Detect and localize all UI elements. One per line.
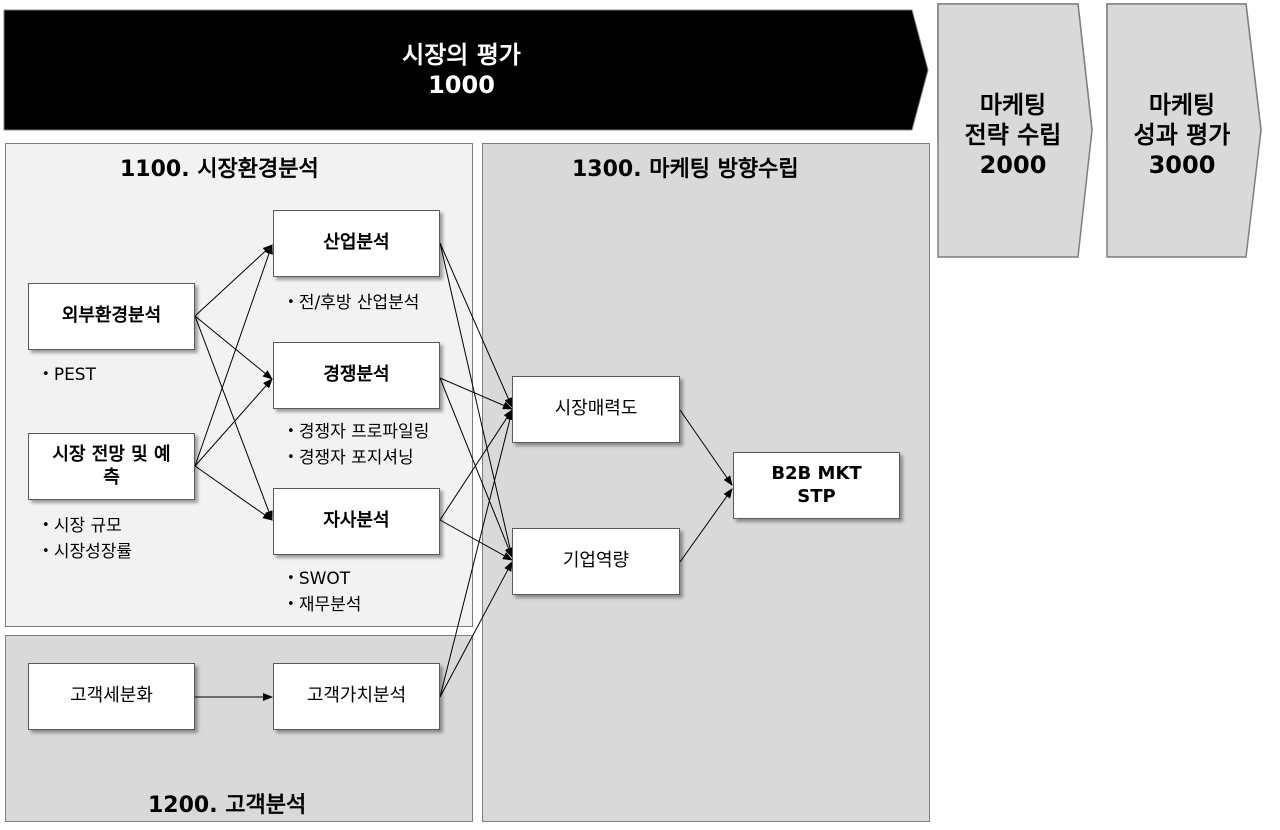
strategy-chevron: 마케팅 전략 수립 2000 xyxy=(938,80,1088,190)
main-chevron-shape xyxy=(3,9,929,131)
competition-analysis-bullets: 경쟁자 프로파일링 경쟁자 포지셔닝 xyxy=(287,419,430,471)
industry-analysis-bullets: 전/후방 산업분석 xyxy=(287,290,420,316)
bullet-item: 시장 규모 xyxy=(42,513,132,539)
bullet-item: 시장성장률 xyxy=(42,539,132,565)
company-analysis-box: 자사분석 xyxy=(273,488,440,555)
competition-analysis-box: 경쟁분석 xyxy=(273,342,440,409)
company-capability-label: 기업역량 xyxy=(562,550,630,572)
main-chevron: 시장의 평가 1000 xyxy=(4,10,919,130)
strategy-line1: 마케팅 xyxy=(979,91,1047,119)
evaluation-line2: 성과 평가 xyxy=(1133,121,1231,149)
evaluation-code: 3000 xyxy=(1148,151,1216,179)
customer-panel-title: 1200. 고객분석 xyxy=(148,793,307,818)
market-forecast-box: 시장 전망 및 예측 xyxy=(28,433,195,500)
market-forecast-label: 시장 전망 및 예측 xyxy=(52,444,171,488)
market-attractiveness-box: 시장매력도 xyxy=(512,376,680,443)
external-analysis-label: 외부환경분석 xyxy=(61,305,162,327)
direction-panel-title: 1300. 마케팅 방향수립 xyxy=(572,157,799,182)
main-chevron-code: 1000 xyxy=(428,71,495,99)
bullet-item: 전/후방 산업분석 xyxy=(287,290,420,316)
b2b-stp-line1: B2B MKT xyxy=(771,463,862,484)
b2b-stp-box: B2B MKT STP xyxy=(733,452,900,519)
evaluation-line1: 마케팅 xyxy=(1148,91,1216,119)
main-chevron-title: 시장의 평가 xyxy=(402,41,521,69)
external-analysis-bullets: PEST xyxy=(42,362,96,388)
evaluation-chevron: 마케팅 성과 평가 3000 xyxy=(1107,80,1257,190)
customer-value-label: 고객가치분석 xyxy=(306,685,407,707)
environment-panel-title: 1100. 시장환경분석 xyxy=(120,157,319,182)
competition-analysis-label: 경쟁분석 xyxy=(323,364,390,386)
side-chevron-extension xyxy=(937,3,1262,258)
market-attractiveness-label: 시장매력도 xyxy=(554,398,638,420)
company-capability-box: 기업역량 xyxy=(512,528,680,595)
bullet-item: PEST xyxy=(42,362,96,388)
company-analysis-label: 자사분석 xyxy=(323,510,390,532)
market-forecast-bullets: 시장 규모 시장성장률 xyxy=(42,513,132,565)
bullet-item: 경쟁자 포지셔닝 xyxy=(287,445,429,471)
external-analysis-box: 외부환경분석 xyxy=(28,283,195,350)
bullet-item: SWOT xyxy=(287,566,361,592)
strategy-line2: 전략 수립 xyxy=(964,121,1062,149)
strategy-code: 2000 xyxy=(979,151,1047,179)
industry-analysis-label: 산업분석 xyxy=(323,232,390,254)
customer-segmentation-box: 고객세분화 xyxy=(28,663,195,730)
customer-value-box: 고객가치분석 xyxy=(273,663,440,730)
industry-analysis-box: 산업분석 xyxy=(273,210,440,277)
b2b-stp-line2: STP xyxy=(797,485,836,507)
bullet-item: 재무분석 xyxy=(287,592,362,618)
customer-segmentation-label: 고객세분화 xyxy=(70,685,153,707)
bullet-item: 경쟁자 프로파일링 xyxy=(287,419,430,445)
company-analysis-bullets: SWOT 재무분석 xyxy=(287,566,362,618)
